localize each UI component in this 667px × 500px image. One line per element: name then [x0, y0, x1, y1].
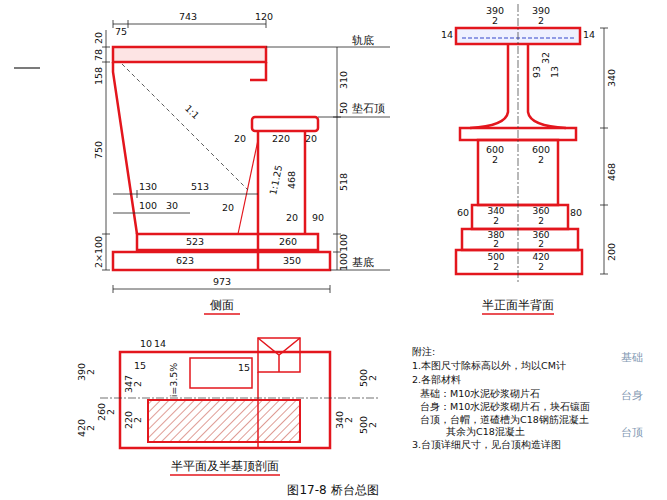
- dimension-label: 2: [493, 217, 499, 226]
- dimension-label: 2: [493, 240, 499, 249]
- dimension-label: 100: [339, 234, 349, 252]
- dimension-label: 32: [541, 52, 551, 64]
- dimension-label: 350: [283, 256, 301, 266]
- dimension-label: 80: [570, 208, 582, 218]
- dimension-label: 390: [532, 6, 550, 16]
- dimension-label: 20: [234, 134, 246, 144]
- note-text: 1.本图尺寸除标高以外，均以CM计: [412, 361, 566, 371]
- dimension-label: 78: [94, 49, 104, 61]
- dimension-label: 93: [532, 66, 542, 78]
- dimension-label: 2: [538, 16, 544, 26]
- plan-view: [100, 338, 380, 475]
- dimension-label: 420: [532, 253, 549, 262]
- dimension-label: 120: [255, 12, 273, 22]
- dimension-label: 100: [139, 201, 157, 211]
- dimension-label: 260: [279, 237, 297, 247]
- dimension-label: 2: [86, 369, 96, 375]
- dimension-label: 14: [583, 30, 595, 40]
- dimension-label: 310: [339, 71, 349, 89]
- dimension-label: 2: [344, 417, 354, 423]
- dimension-label: 518: [339, 173, 349, 191]
- dimension-label: 75: [115, 27, 127, 37]
- dimension-label: 20: [286, 213, 298, 223]
- front-back-view: [456, 4, 608, 314]
- dimension-label: 500: [487, 253, 504, 262]
- dimension-label: 360: [532, 231, 549, 240]
- dimension-label: 750: [94, 141, 104, 159]
- note-text: 台身：M10水泥砂浆砌片石，块石镶面: [420, 402, 590, 412]
- elevation-label: 基底: [352, 257, 374, 268]
- view-title: 半正面半背面: [482, 299, 554, 311]
- dimension-label: 600: [486, 145, 504, 155]
- side-view: [102, 20, 390, 314]
- dimension-label: 2: [368, 422, 378, 428]
- note-text: 基础：M10水泥砂浆砌片石: [420, 389, 540, 399]
- dimension-label: 2: [492, 155, 498, 165]
- dimension-label: 10: [140, 339, 152, 349]
- dimension-label: 340: [607, 69, 617, 87]
- note-text: 3.台顶详细尺寸，见台顶构造详图: [412, 440, 561, 450]
- dimension-label: 2: [493, 263, 499, 272]
- margin-mark: [14, 67, 40, 68]
- dimension-label: 20: [94, 32, 104, 44]
- dimension-label: 2: [368, 375, 378, 381]
- dimension-label: 20: [222, 203, 234, 213]
- dimension-label: 13: [550, 66, 560, 78]
- dimension-label: 973: [213, 277, 231, 287]
- elevation-label: 垫石顶: [352, 103, 385, 114]
- note-text: 附注:: [412, 347, 435, 357]
- dimension-label: 513: [191, 182, 209, 192]
- dimension-label: 2: [538, 263, 544, 272]
- dimension-label: 100: [339, 253, 349, 271]
- dimension-label: 130: [139, 182, 157, 192]
- dimension-label: 2: [492, 16, 498, 26]
- dimension-label: 380: [487, 231, 504, 240]
- slope-label: 1:1: [183, 103, 201, 120]
- dimension-label: 743: [179, 12, 197, 22]
- dimension-label: 390: [486, 6, 504, 16]
- dimension-label: 340: [487, 207, 504, 216]
- dimension-label: 158: [94, 67, 104, 85]
- dimension-label: 2: [538, 217, 544, 226]
- dimension-label: 15: [238, 363, 250, 373]
- dimension-label: 14: [441, 30, 453, 40]
- note-text: 2.各部材料: [412, 375, 461, 385]
- dimension-label: 60: [457, 208, 469, 218]
- dimension-label: 2: [133, 417, 143, 423]
- elevation-label: 轨底: [352, 35, 374, 46]
- dimension-label: 2: [106, 409, 116, 415]
- dimension-label: i=3.5%: [169, 363, 179, 398]
- dimension-label: 15: [134, 361, 146, 371]
- dimension-label: 468: [287, 171, 297, 189]
- dimension-label: 20: [305, 134, 317, 144]
- view-title: 半平面及半基顶剖面: [171, 460, 279, 472]
- watermark-label: 台顶: [621, 427, 643, 438]
- slope-label: 1:1.25: [268, 164, 284, 196]
- dimension-label: 623: [176, 256, 194, 266]
- dimension-label: 2×100: [94, 236, 104, 268]
- dimension-label: 14: [154, 339, 166, 349]
- watermark-label: 基础: [621, 352, 643, 363]
- dimension-label: 600: [532, 145, 550, 155]
- view-title: 侧面: [210, 299, 234, 311]
- dimension-label: 523: [186, 237, 204, 247]
- note-text: 其余为C18混凝土: [446, 427, 525, 437]
- dimension-label: 2: [133, 381, 143, 387]
- dimension-label: 2: [538, 155, 544, 165]
- figure-caption: 图17-8 桥台总图: [287, 484, 378, 496]
- dimension-label: 220: [272, 134, 290, 144]
- dimension-label: 468: [607, 163, 617, 181]
- dimension-label: 50: [339, 102, 349, 114]
- dimension-label: 30: [166, 201, 178, 211]
- dimension-label: 2: [538, 240, 544, 249]
- dimension-label: 200: [607, 243, 617, 261]
- dimension-label: 90: [312, 213, 324, 223]
- watermark-label: 台身: [621, 390, 643, 401]
- note-text: 台顶，台帽，道碴槽为C18钢筋混凝土: [420, 415, 589, 425]
- dimension-label: 2: [86, 425, 96, 431]
- dimension-label: 360: [532, 207, 549, 216]
